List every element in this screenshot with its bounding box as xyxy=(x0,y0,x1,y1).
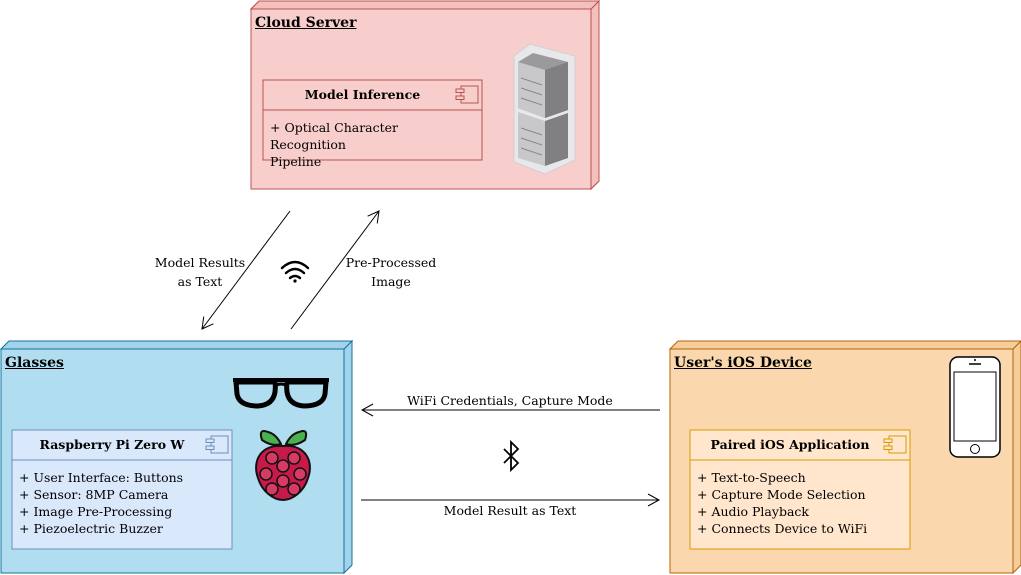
attribute: + Connects Device to WiFi xyxy=(697,521,868,536)
edge-label-model-results: Model Results as Text xyxy=(140,253,260,291)
attribute: + Audio Playback xyxy=(697,504,809,519)
attribute: + User Interface: Buttons xyxy=(19,470,184,485)
edge-label-line: Image xyxy=(371,274,411,289)
server-rack-icon xyxy=(513,43,576,175)
model-inference-name: Model Inference xyxy=(304,87,421,102)
edge-label-line: as Text xyxy=(177,274,223,289)
glasses-title: Glasses xyxy=(5,355,64,371)
model-inference-component[interactable] xyxy=(262,79,483,161)
edge-label-line: Model Results xyxy=(154,255,246,270)
attribute: + Optical Character Recognition xyxy=(270,120,399,152)
edge-label-model-result-text: Model Result as Text xyxy=(443,503,577,518)
wifi-icon xyxy=(280,260,310,283)
uml-component-icon xyxy=(883,435,907,454)
attribute: + Capture Mode Selection xyxy=(697,487,866,502)
uml-component-icon xyxy=(455,85,479,104)
edge-model-results xyxy=(201,210,291,330)
attribute: + Text-to-Speech xyxy=(697,470,806,485)
ios-app-name: Paired iOS Application xyxy=(710,437,870,452)
attribute: + Piezoelectric Buzzer xyxy=(19,521,163,536)
edge-preprocessed-image xyxy=(290,210,380,330)
edge-label-line: Pre-Processed xyxy=(345,255,437,270)
eyeglasses-icon xyxy=(233,378,329,409)
raspberry-pi-name: Raspberry Pi Zero W xyxy=(39,437,185,452)
edge-label-wifi-credentials: WiFi Credentials, Capture Mode xyxy=(407,393,613,408)
raspberry-pi-icon xyxy=(255,430,311,502)
cloud-server-title: Cloud Server xyxy=(255,15,357,31)
model-inference-text: Model Inference + Optical Character Reco… xyxy=(263,80,482,169)
edge-label-preprocessed: Pre-Processed Image xyxy=(331,253,451,291)
raspberry-pi-attributes: + User Interface: Buttons + Sensor: 8MP … xyxy=(19,469,226,537)
uml-component-icon xyxy=(205,435,229,454)
ios-app-text: Paired iOS Application + Text-to-Speech … xyxy=(690,430,910,549)
ios-app-component[interactable] xyxy=(689,429,911,550)
attribute: + Image Pre-Processing xyxy=(19,504,173,519)
attribute: Pipeline xyxy=(270,154,322,169)
bluetooth-icon xyxy=(503,439,520,473)
ios-app-attributes: + Text-to-Speech + Capture Mode Selectio… xyxy=(697,469,904,537)
raspberry-pi-text: Raspberry Pi Zero W + User Interface: Bu… xyxy=(12,430,232,549)
ios-device-title: User's iOS Device xyxy=(674,355,812,371)
attribute: + Sensor: 8MP Camera xyxy=(19,487,169,502)
raspberry-pi-component[interactable] xyxy=(11,429,233,550)
model-inference-attributes: + Optical Character Recognition Pipeline xyxy=(270,119,476,170)
smartphone-icon xyxy=(949,356,1001,458)
